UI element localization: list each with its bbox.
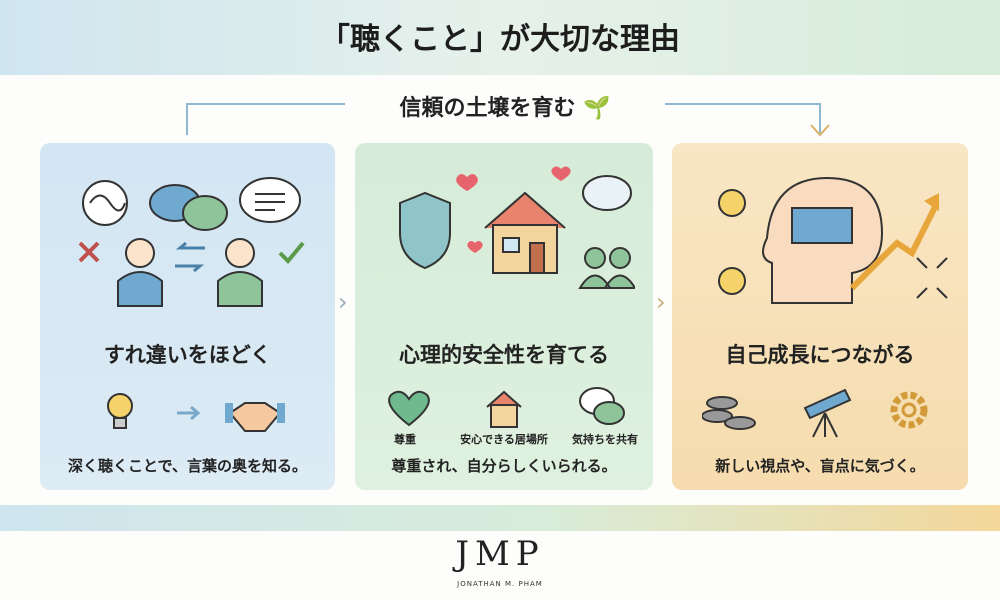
chevron-right-icon: › [656, 288, 666, 316]
page-title: 「聴くこと」が大切な理由 [320, 22, 680, 57]
card-self-growth: 自己成長につながる 新しい視点や、盲点に気づく。 [672, 143, 968, 490]
card-resolve-misunderstanding: すれ違いをほどく 深く聴くことで、言葉の奥を知る。 [40, 143, 335, 490]
flow-connector [186, 103, 830, 137]
safe-home-icon [399, 166, 635, 289]
label-respect: 尊重 [394, 433, 416, 446]
telescope-icon [803, 388, 852, 438]
header-band [0, 0, 1000, 75]
growth-head-icon [718, 176, 948, 304]
home-hearts-icon [486, 390, 522, 428]
coins-icon [702, 396, 756, 430]
card-heading: 心理的安全性を育てる [399, 343, 609, 367]
logo-name: JONATHAN M. PHAM [457, 580, 543, 588]
card-heading: 自己成長につながる [725, 343, 915, 367]
people-conversation-icon [78, 177, 305, 307]
gear-icon [890, 391, 928, 429]
chevron-right-icon: › [338, 288, 348, 316]
label-share-feelings: 気持ちを共有 [572, 433, 638, 446]
lightbulb-icon [107, 393, 133, 429]
logo-mark: JMP [455, 534, 545, 574]
subtitle: 信頼の土壌を育む 🌱 [340, 90, 670, 122]
arrow-right-icon [177, 405, 201, 421]
card-body: 尊重され、自分らしくいられる。 [391, 457, 617, 475]
chat-bubbles-icon [579, 387, 625, 425]
sprout-icon: 🌱 [583, 96, 611, 121]
footer-band [0, 505, 1000, 531]
card-psychological-safety: 心理的安全性を育てる 尊重 安心できる居場所 気持ちを共有 尊重され、自分らしく… [355, 143, 653, 490]
card-body: 深く聴くことで、言葉の奥を知る。 [68, 457, 307, 475]
heart-icon [388, 390, 430, 427]
label-safe-place: 安心できる居場所 [460, 433, 548, 446]
subtitle-text: 信頼の土壌を育む [399, 96, 576, 121]
handshake-icon [225, 402, 285, 432]
card-heading: すれ違いをほどく [103, 343, 272, 367]
card-body: 新しい視点や、盲点に気づく。 [715, 457, 925, 475]
